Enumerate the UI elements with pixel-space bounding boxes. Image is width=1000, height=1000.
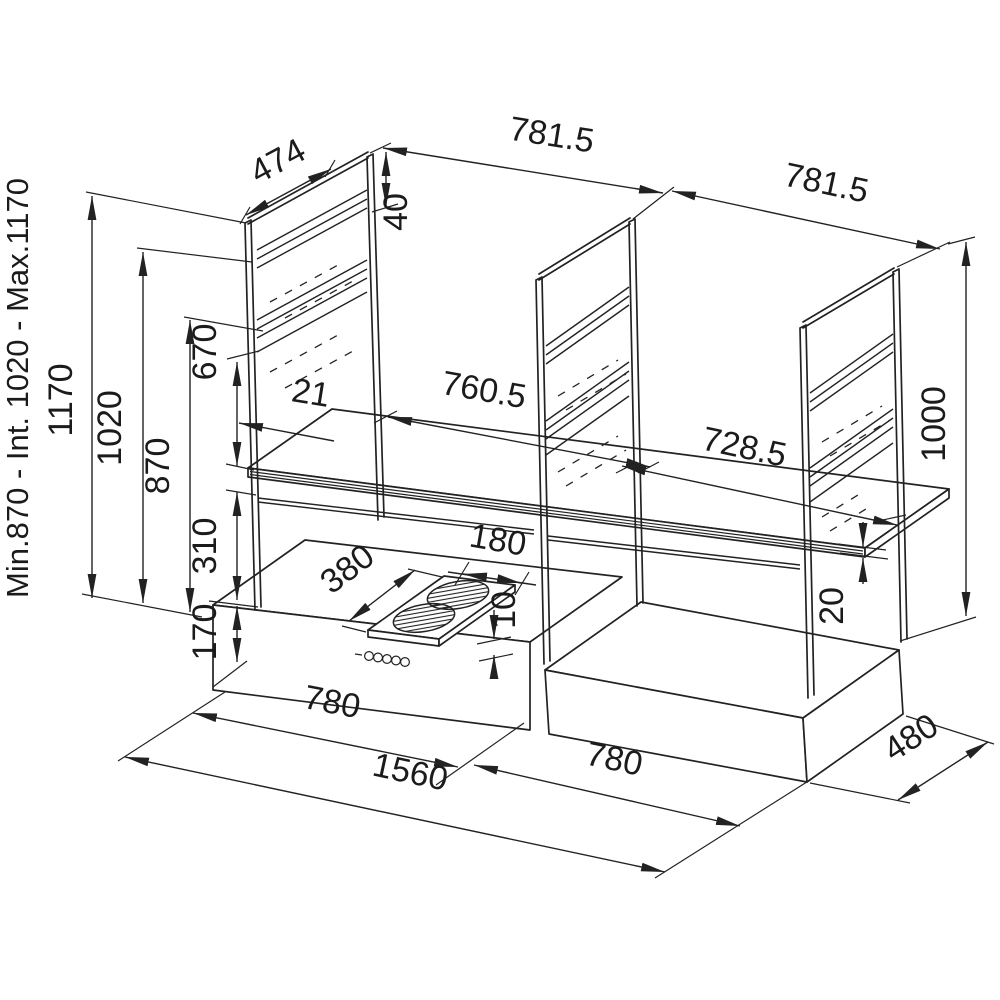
dim-label-40: 40 [377, 193, 415, 231]
left-panel-bottom-slat [256, 291, 368, 353]
left-panel-dashes-upper [269, 263, 356, 319]
dim-height-range: Min.870 - Int. 1020 - Max.1170 [0, 178, 35, 598]
bottom-ext-middle [435, 722, 525, 786]
right-panel-rear-post [892, 268, 908, 643]
dim-label-760: 760.5 [439, 364, 529, 416]
dim-870: 870 [139, 316, 264, 612]
middle-panel-top-rail [538, 217, 631, 281]
worktop-edge-line2 [249, 473, 864, 555]
ext-line [136, 247, 253, 263]
ext-line [809, 715, 995, 804]
dim-label-170: 170 [186, 604, 224, 661]
dim-1560: 1560 [124, 746, 666, 873]
cooktop [367, 575, 516, 647]
button-dash [354, 653, 363, 656]
ext-line [632, 186, 675, 220]
dim-line [671, 190, 941, 250]
dim-label-474: 474 [244, 131, 312, 191]
ext-line [947, 236, 976, 245]
left-panel-rear-post [366, 153, 385, 521]
dim-label-1020: 1020 [91, 390, 129, 466]
worktop-edge-line [249, 470, 864, 552]
ext-line [896, 241, 951, 268]
dim-1000: 1000 [899, 236, 977, 642]
dim-781-left: 781.5 [369, 110, 675, 220]
dim-20: 20 [813, 522, 889, 625]
dim-line [621, 465, 898, 526]
left-panel-dashes-lower [269, 333, 356, 389]
dim-10: 10 [476, 591, 523, 679]
ext-line [373, 410, 398, 424]
left-panel-slats-group1 [256, 189, 368, 269]
base-cabinets [212, 539, 904, 783]
dim-label-20: 20 [813, 587, 851, 625]
dim-21: 21 [238, 371, 335, 442]
dim-label-1170: 1170 [42, 363, 80, 436]
dim-arrow [496, 574, 522, 584]
dim-670: 670 [186, 324, 260, 471]
dim-line [382, 147, 664, 194]
middle-panel-slats-group2 [545, 361, 630, 440]
dim-781-right: 781.5 [671, 156, 951, 268]
dim-label-870: 870 [139, 438, 177, 495]
dim-line [238, 422, 335, 442]
middle-panel-dashes-upper [557, 359, 627, 411]
left-panel-slats-group2 [256, 259, 368, 339]
dim-1020: 1020 [91, 247, 253, 603]
dim-label-310: 310 [186, 518, 224, 575]
dim-310: 310 [186, 489, 259, 608]
base-right-side [802, 649, 904, 783]
middle-panel-slats-group1 [545, 286, 630, 365]
dim-line [387, 416, 651, 468]
dim-line [897, 741, 989, 801]
ext-line [85, 191, 247, 224]
worktop-right-end [864, 488, 950, 558]
control-buttons [354, 650, 411, 667]
dim-label-10: 10 [485, 591, 523, 629]
middle-panel-front-post [535, 276, 551, 665]
dim-label-21: 21 [289, 371, 332, 414]
dim-line [124, 756, 666, 873]
dim-label-1000: 1000 [915, 386, 953, 462]
dim-label-670: 670 [186, 324, 224, 381]
dim-label-height-range: Min.870 - Int. 1020 - Max.1170 [0, 178, 35, 598]
right-panel-dashes-upper [821, 405, 891, 457]
dim-180: 180 [447, 517, 537, 596]
ext-line [183, 316, 264, 332]
dim-1170: 1170 [42, 191, 247, 598]
dim-label-781-left: 781.5 [507, 110, 597, 161]
left-bay-rail [257, 497, 535, 535]
burner-rear [426, 579, 490, 611]
ext-line [225, 463, 255, 471]
dim-line [447, 571, 537, 586]
dim-arrow [462, 572, 488, 582]
control-button [400, 656, 411, 667]
right-bay-rail [547, 535, 801, 570]
baseline-ext [81, 593, 203, 618]
ext-line [369, 142, 392, 154]
dim-line [348, 569, 416, 622]
bottom-ext-left [117, 691, 226, 762]
right-panel-top-rail [802, 267, 895, 329]
cooktop-right-band [438, 584, 516, 647]
dim-40: 40 [371, 152, 415, 231]
dim-label-781-right: 781.5 [781, 156, 872, 211]
ext-line [899, 616, 977, 642]
dim-label-1560: 1560 [369, 746, 451, 799]
ext-line [839, 552, 889, 560]
dim-line [245, 168, 332, 216]
bottom-ext-right [654, 779, 811, 879]
ext-line [371, 203, 399, 213]
ext-line [226, 350, 260, 360]
dim-170: 170 [186, 604, 248, 688]
dim-label-180: 180 [467, 517, 529, 564]
left-panel-front-post [244, 219, 262, 611]
middle-panel-rear-post [628, 218, 644, 607]
ext-line [212, 660, 248, 688]
ext-line [208, 600, 259, 608]
right-panel-slats-group1 [809, 333, 894, 412]
ext-line [837, 543, 887, 551]
